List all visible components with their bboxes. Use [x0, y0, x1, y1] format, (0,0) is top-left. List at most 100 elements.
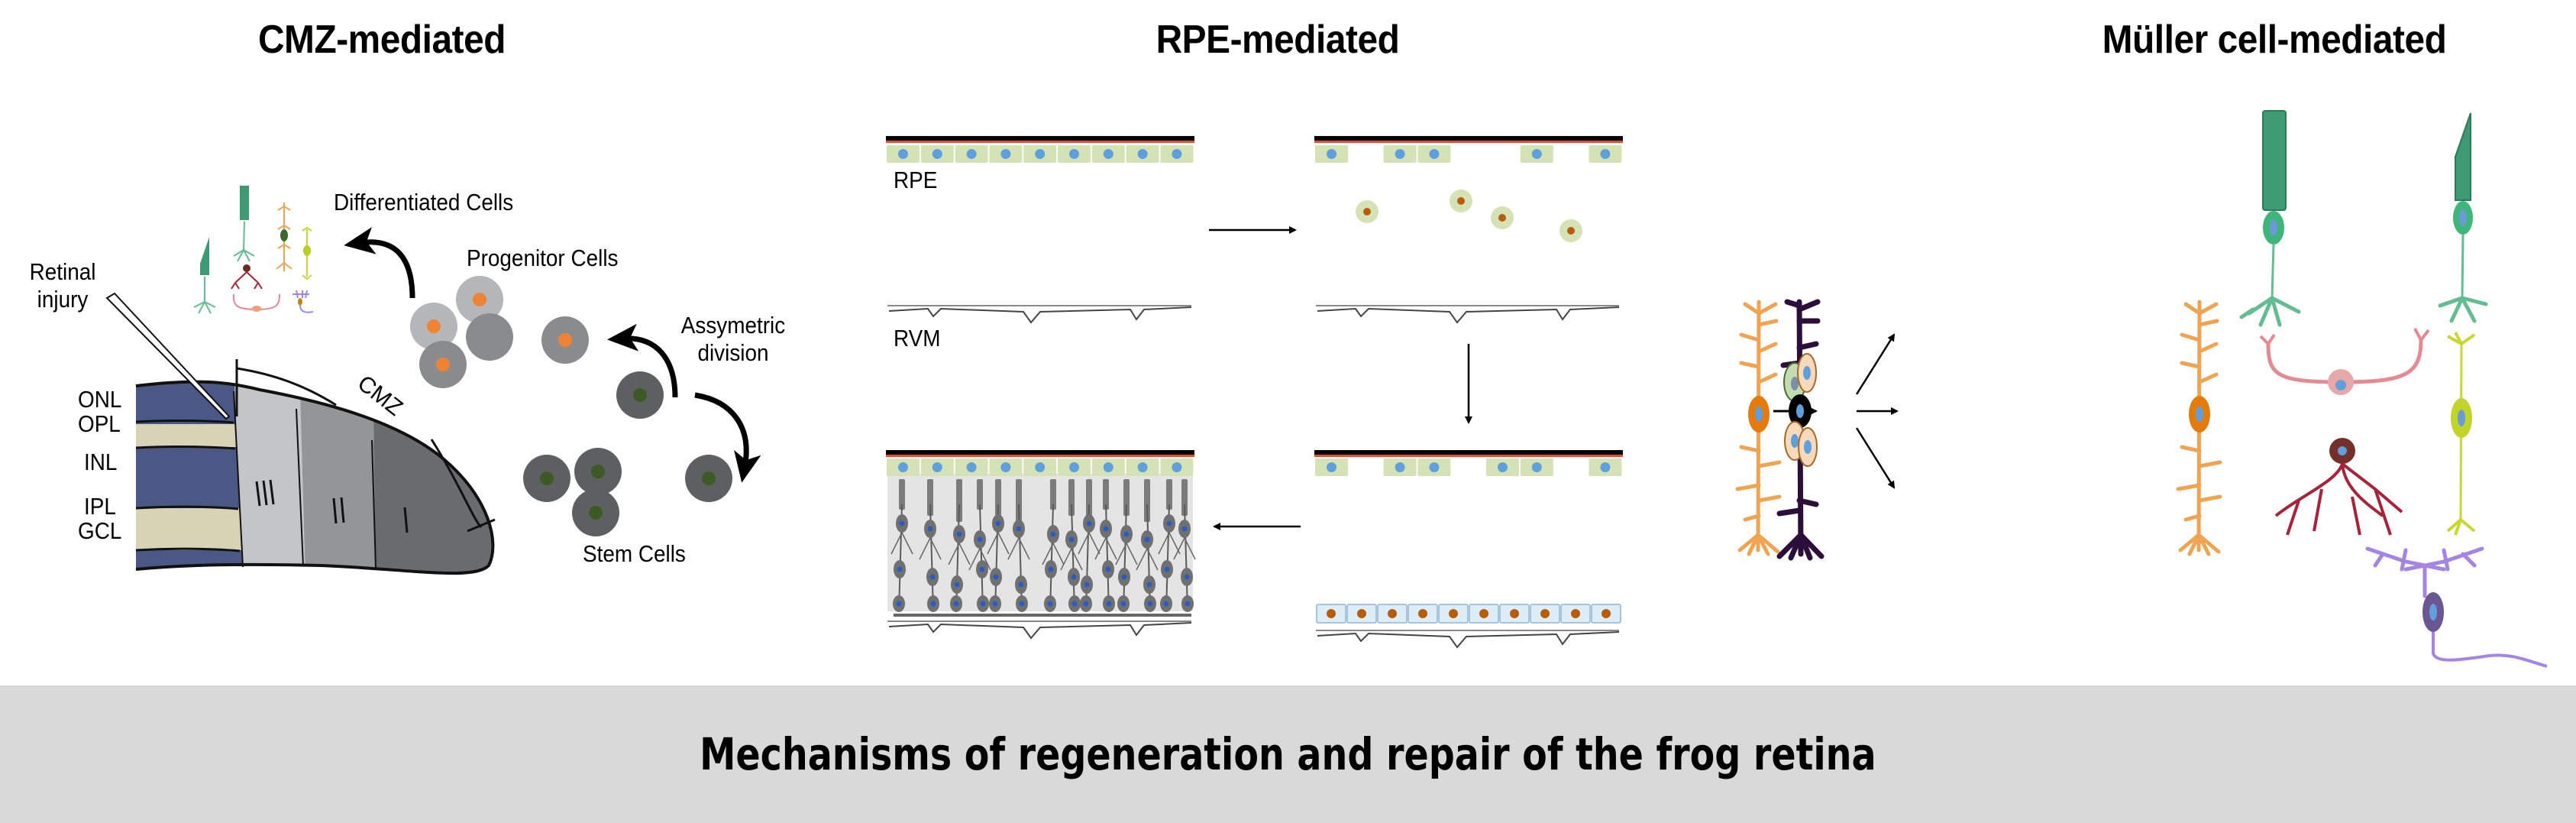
arrow-self-renewal [694, 392, 761, 483]
muller-nucleus [1755, 407, 1763, 422]
regenerated-neuron [890, 479, 913, 612]
rpe-cell [1091, 458, 1125, 476]
migrating-rpe-cells [1356, 190, 1582, 242]
regenerated-neuron [1158, 479, 1181, 612]
retina-outline [135, 380, 495, 575]
rpe-cell [1417, 458, 1451, 476]
progenitor-cells-label: Progenitor Cells [467, 245, 619, 271]
regenerated-neuron [948, 479, 971, 612]
new-rpe-derived-cell [1560, 604, 1591, 624]
cmz-bracket-top [235, 359, 337, 416]
new-rpe-derived-cell [1530, 604, 1560, 624]
cmz-zone-II [299, 381, 376, 574]
rpe-cell [1023, 145, 1057, 163]
rvm-membrane [887, 305, 1192, 324]
rpe-cell [1383, 145, 1417, 163]
layer-label-ipl: IPL [84, 493, 116, 520]
rpe-cell [989, 458, 1023, 476]
rpe-cell [1023, 458, 1057, 476]
retinal-injury-label-line1: Retinal [29, 258, 96, 285]
differentiated-cells-cluster [193, 186, 314, 314]
new-rpe-derived-cell [1499, 604, 1530, 624]
regenerated-neuron [1042, 479, 1065, 612]
horizontal-cell-icon [2259, 328, 2430, 395]
retinal-injury-label-line2: injury [37, 285, 89, 313]
rpe-cell [955, 458, 988, 476]
rvm-membrane [887, 620, 1192, 640]
rpe-cell [1058, 458, 1091, 476]
rpe-cell [887, 458, 920, 476]
rvm-membrane [1316, 305, 1620, 324]
cone-photoreceptor-icon [193, 237, 216, 314]
injury-needle-icon [105, 292, 231, 420]
bipolar-cell-icon [2446, 332, 2476, 536]
ganglion-cell-icon [293, 290, 314, 313]
rpe-cell [1589, 458, 1622, 476]
rpe-label: RPE [894, 167, 938, 193]
regenerated-neuron [968, 479, 991, 612]
arrow-asymmetric-division [607, 323, 678, 398]
muller-glia-icon [276, 203, 293, 271]
rpe-stage-migration [1314, 136, 1623, 324]
differentiated-cells-label: Differentiated Cells [334, 189, 514, 215]
arrow-progenitor-to-differentiated [344, 227, 415, 299]
rpe-cell [955, 145, 988, 163]
new-rpe-derived-cell [1438, 604, 1469, 624]
stem-cells [523, 371, 732, 536]
new-rpe-derived-cell [1408, 604, 1438, 624]
figure-caption-banner: Mechanisms of regeneration and repair of… [0, 685, 2576, 823]
layer-label-onl: ONL [78, 386, 122, 413]
new-rpe-derived-cell [1591, 604, 1621, 624]
rpe-stage-new-layer [1314, 450, 1623, 649]
new-rpe-derived-cell [1377, 604, 1408, 624]
rpe-cell [1315, 458, 1348, 476]
cmz-bracket-bottom [430, 439, 496, 533]
rpe-cell [1417, 145, 1451, 163]
rpe-cell [1160, 458, 1194, 476]
arrow-dividing-to-neurons [1855, 427, 1896, 489]
rpe-cell [1058, 145, 1091, 163]
regenerated-neuron [1173, 479, 1196, 612]
layer-label-gcl: GCL [78, 517, 122, 544]
rpe-cell [920, 145, 954, 163]
asymmetric-division-label-line2: division [697, 339, 769, 366]
rvm-label: RVM [894, 325, 941, 352]
figure-caption-title: Mechanisms of regeneration and repair of… [700, 728, 1876, 780]
rod-photoreceptor-icon [233, 186, 255, 262]
rpe-stage-regenerated-retina [886, 450, 1196, 640]
cmz-panel-title: CMZ-mediated [257, 18, 506, 62]
new-rpe-derived-cell [1469, 604, 1499, 624]
regenerated-neuron [919, 479, 942, 612]
regenerated-neuron [1115, 479, 1138, 612]
layer-label-opl: OPL [78, 410, 121, 437]
new-rpe-derived-cell [1316, 604, 1346, 624]
regenerated-neuron [1136, 479, 1159, 612]
rpe-cell [989, 145, 1023, 163]
bipolar-cell-icon [302, 226, 312, 280]
rpe-cell [1160, 145, 1194, 163]
regenerated-neuron [1094, 479, 1117, 612]
muller-panel-title: Müller cell-mediated [2102, 18, 2447, 62]
layer-label-inl: INL [84, 449, 118, 475]
retinal-injury-label: Retinal injury [21, 258, 104, 313]
muller-panel [1735, 299, 1899, 561]
progenitor-cells [410, 276, 589, 388]
rpe-cell [1520, 458, 1553, 476]
rpe-stage-intact [886, 136, 1194, 324]
rpe-cell [1126, 458, 1159, 476]
rpe-panel [886, 136, 1623, 649]
dividing-progeny-cells [1783, 353, 1818, 467]
amacrine-cell-icon [231, 264, 263, 290]
rpe-cell [1486, 458, 1519, 476]
horizontal-cell-icon [232, 293, 280, 312]
regenerated-neuron [1060, 479, 1083, 612]
rpe-cell [1520, 145, 1553, 163]
rvm-membrane [1316, 630, 1620, 649]
rpe-cell [1383, 458, 1417, 476]
regenerated-neuron [1078, 479, 1101, 612]
stem-cells-label: Stem Cells [583, 540, 686, 567]
amacrine-cell-icon [2274, 438, 2403, 536]
regenerated-neuron [987, 479, 1010, 612]
